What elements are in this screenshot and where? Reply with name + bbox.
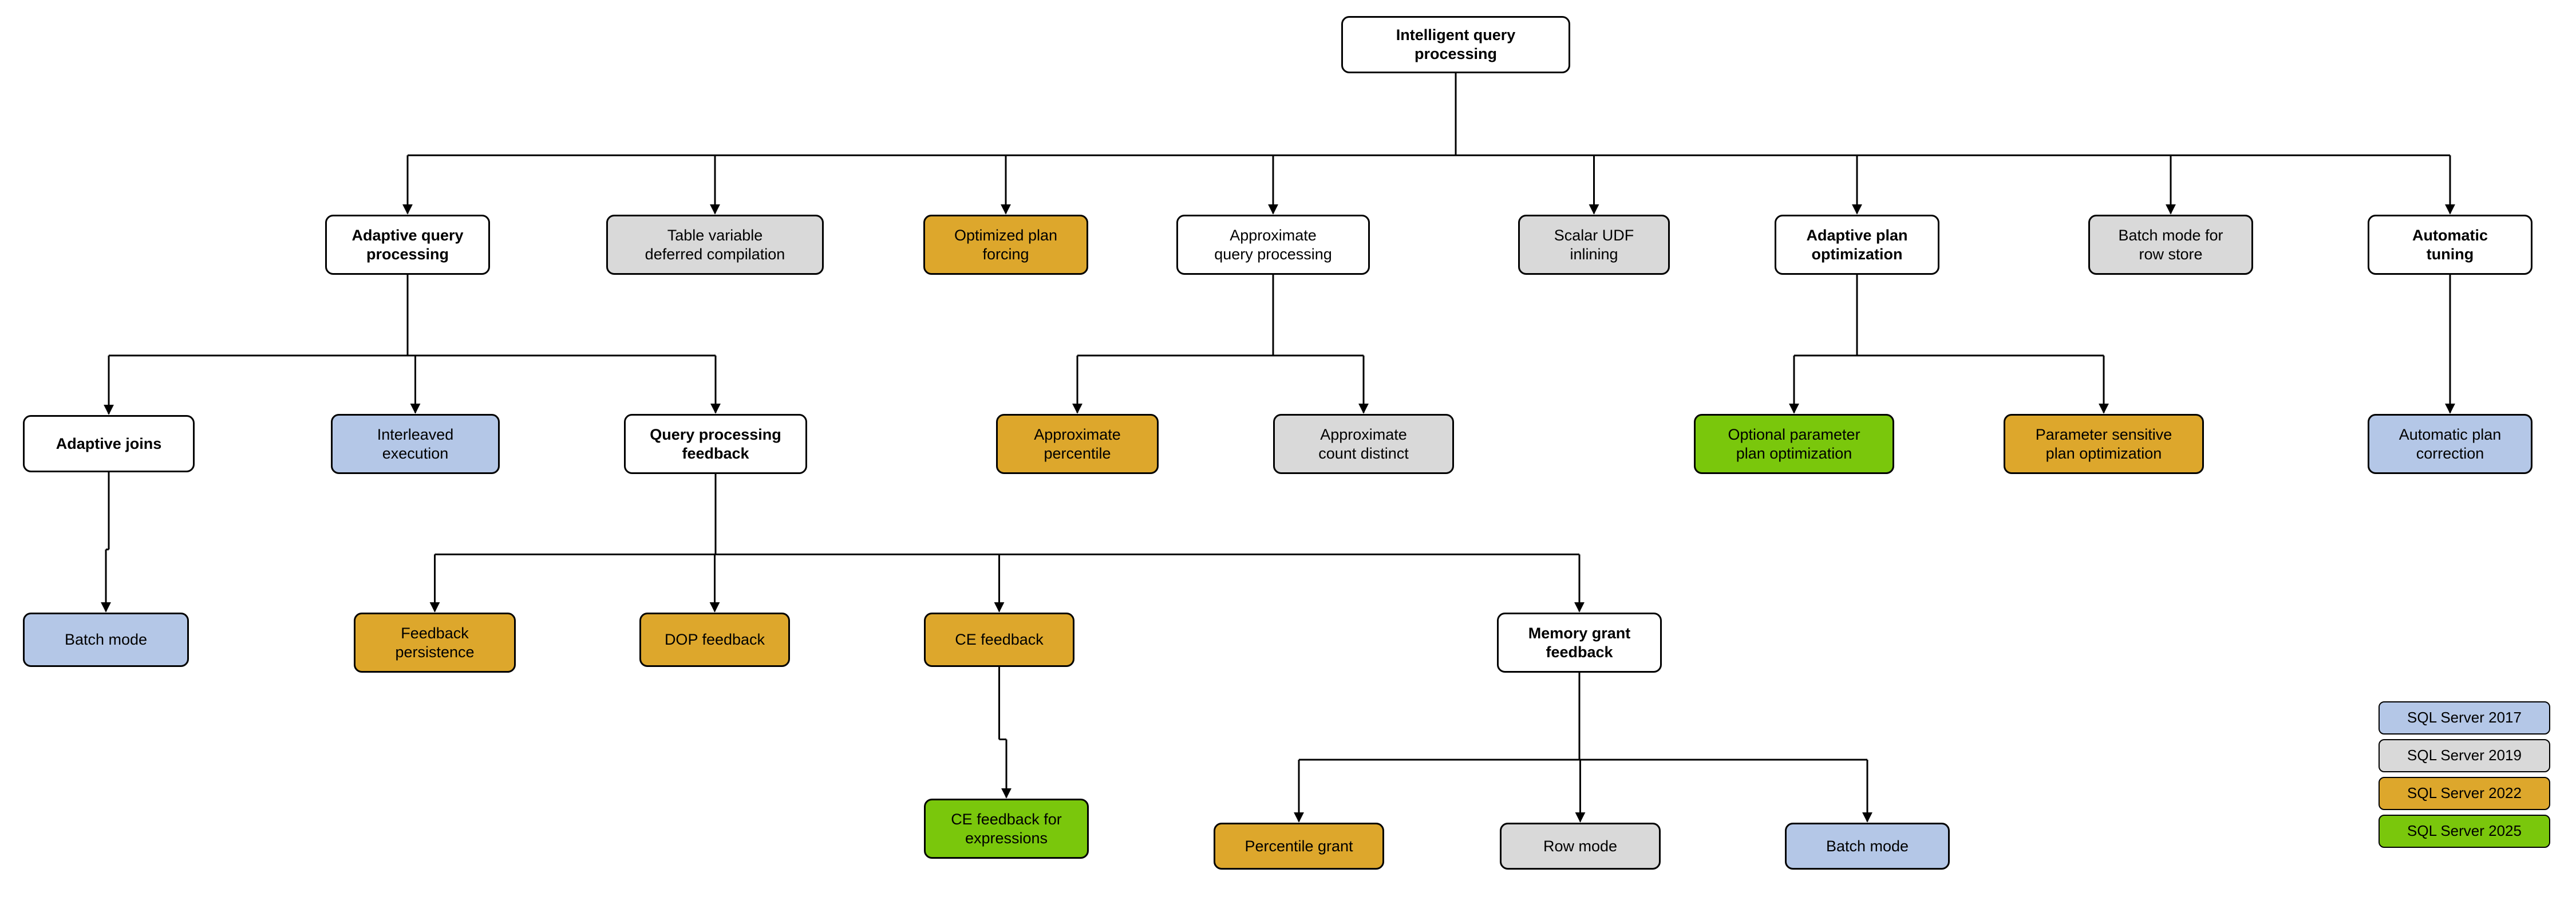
node-label: Optional parameter plan optimization bbox=[1728, 425, 1860, 462]
node-label: Row mode bbox=[1543, 837, 1618, 855]
node-label: Approximate query processing bbox=[1214, 226, 1332, 263]
node-label: Batch mode bbox=[1826, 837, 1909, 855]
node-label: Adaptive query processing bbox=[351, 226, 464, 263]
node-qpf[interactable]: Query processing feedback bbox=[624, 414, 807, 474]
node-cef[interactable]: CE feedback bbox=[924, 613, 1074, 667]
node-label: Optimized plan forcing bbox=[954, 226, 1058, 263]
node-acdist[interactable]: Approximate count distinct bbox=[1273, 414, 1454, 474]
node-label: Batch mode bbox=[64, 631, 148, 649]
node-label: Query processing feedback bbox=[650, 425, 781, 462]
node-autot[interactable]: Automatic tuning bbox=[2368, 215, 2532, 275]
node-label: Feedback persistence bbox=[395, 624, 475, 661]
legend-item-sql-server-2017[interactable]: SQL Server 2017 bbox=[2379, 701, 2550, 735]
node-apc[interactable]: Automatic plan correction bbox=[2368, 414, 2532, 474]
node-apo[interactable]: Adaptive plan optimization bbox=[1775, 215, 1939, 275]
legend-item-sql-server-2022[interactable]: SQL Server 2022 bbox=[2379, 777, 2550, 810]
node-dopf[interactable]: DOP feedback bbox=[639, 613, 790, 667]
node-pgrant[interactable]: Percentile grant bbox=[1214, 823, 1384, 870]
node-label: DOP feedback bbox=[664, 631, 765, 649]
node-bmrs[interactable]: Batch mode for row store bbox=[2088, 215, 2253, 275]
node-pspo[interactable]: Parameter sensitive plan optimization bbox=[2004, 414, 2204, 474]
legend-item-label: SQL Server 2019 bbox=[2407, 747, 2522, 764]
node-aqp[interactable]: Adaptive query processing bbox=[325, 215, 490, 275]
node-mgf[interactable]: Memory grant feedback bbox=[1497, 613, 1662, 673]
node-fbp[interactable]: Feedback persistence bbox=[354, 613, 516, 673]
node-label: Adaptive plan optimization bbox=[1806, 226, 1908, 263]
node-iexec[interactable]: Interleaved execution bbox=[331, 414, 500, 474]
node-label: Approximate count distinct bbox=[1318, 425, 1409, 462]
node-bm1[interactable]: Batch mode bbox=[23, 613, 189, 667]
node-label: Batch mode for row store bbox=[2118, 226, 2223, 263]
node-label: Automatic tuning bbox=[2412, 226, 2488, 263]
node-ajoin[interactable]: Adaptive joins bbox=[23, 415, 195, 472]
node-apct[interactable]: Approximate percentile bbox=[996, 414, 1159, 474]
node-label: Scalar UDF inlining bbox=[1554, 226, 1634, 263]
node-udf[interactable]: Scalar UDF inlining bbox=[1518, 215, 1670, 275]
node-approx[interactable]: Approximate query processing bbox=[1176, 215, 1370, 275]
node-label: Table variable deferred compilation bbox=[645, 226, 785, 263]
node-oppo[interactable]: Optional parameter plan optimization bbox=[1694, 414, 1894, 474]
node-opf[interactable]: Optimized plan forcing bbox=[923, 215, 1088, 275]
node-tvdc[interactable]: Table variable deferred compilation bbox=[606, 215, 824, 275]
node-label: Approximate percentile bbox=[1034, 425, 1121, 462]
node-bm2[interactable]: Batch mode bbox=[1785, 823, 1950, 870]
node-label: Intelligent query processing bbox=[1396, 26, 1516, 62]
node-label: CE feedback for expressions bbox=[951, 810, 1062, 847]
node-rmode[interactable]: Row mode bbox=[1500, 823, 1661, 870]
node-cefe[interactable]: CE feedback for expressions bbox=[924, 799, 1089, 859]
legend-item-label: SQL Server 2025 bbox=[2407, 822, 2522, 840]
node-label: Parameter sensitive plan optimization bbox=[2035, 425, 2172, 462]
node-label: Automatic plan correction bbox=[2399, 425, 2502, 462]
node-label: Interleaved execution bbox=[377, 425, 454, 462]
legend-item-sql-server-2025[interactable]: SQL Server 2025 bbox=[2379, 815, 2550, 848]
node-label: Memory grant feedback bbox=[1528, 624, 1631, 661]
node-label: Percentile grant bbox=[1244, 837, 1353, 855]
node-root[interactable]: Intelligent query processing bbox=[1341, 16, 1570, 73]
legend-item-label: SQL Server 2022 bbox=[2407, 784, 2522, 802]
node-label: Adaptive joins bbox=[56, 435, 162, 452]
legend-item-label: SQL Server 2017 bbox=[2407, 709, 2522, 727]
node-label: CE feedback bbox=[955, 631, 1044, 649]
legend-item-sql-server-2019[interactable]: SQL Server 2019 bbox=[2379, 739, 2550, 772]
